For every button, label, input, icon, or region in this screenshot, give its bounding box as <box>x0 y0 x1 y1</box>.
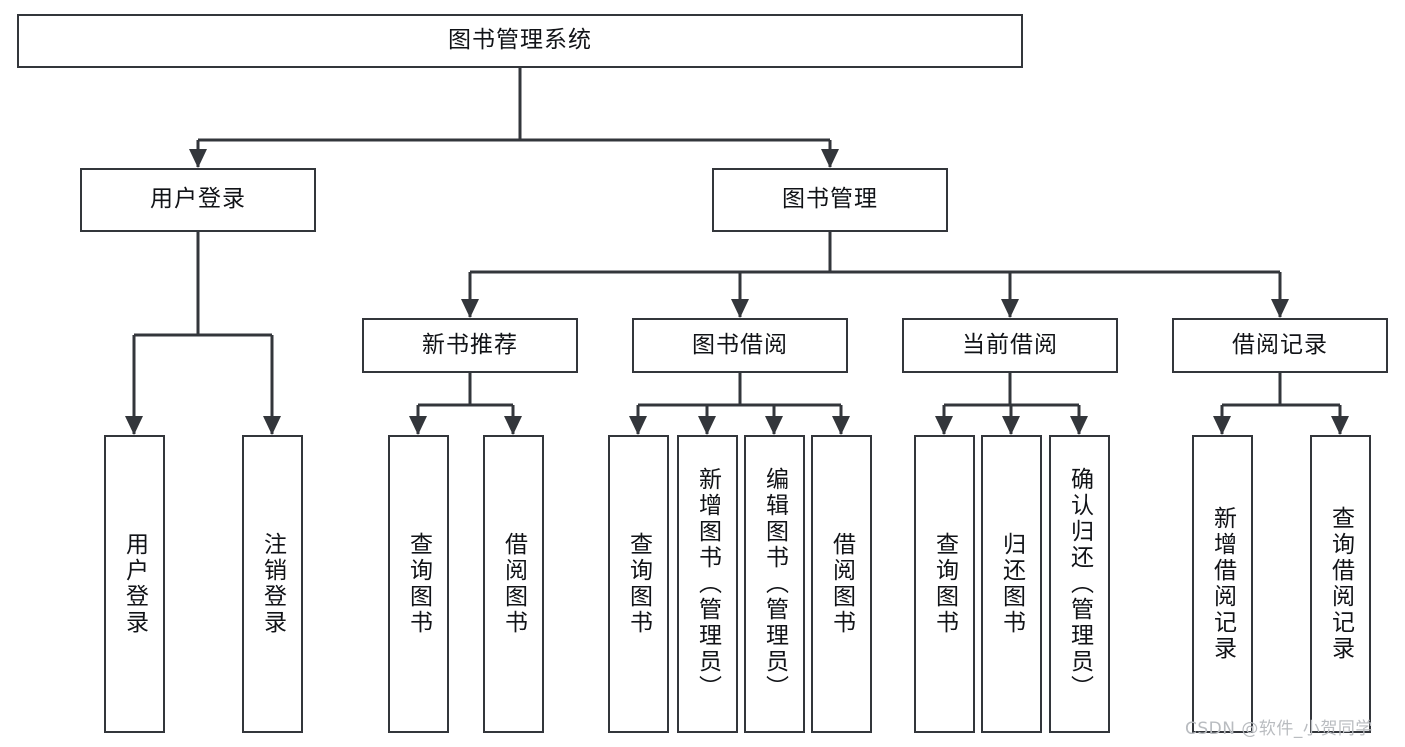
arrow-icon-newbook_to_leaves-1 <box>504 416 522 435</box>
node-leaf-add-book[interactable]: 新增图书（管理员） <box>677 435 738 733</box>
node-label: 归还图书 <box>998 532 1025 636</box>
node-label: 图书管理系统 <box>448 27 592 54</box>
arrow-icon-userlogin_to_leaves-1 <box>263 416 281 435</box>
arrow-icon-root_to_level2-0 <box>189 149 207 168</box>
node-leaf-query-book-1[interactable]: 查询图书 <box>388 435 449 733</box>
arrow-icon-bookborrow_to_leaves-3 <box>832 416 850 435</box>
node-leaf-add-record[interactable]: 新增借阅记录 <box>1192 435 1253 733</box>
node-leaf-edit-book[interactable]: 编辑图书（管理员） <box>744 435 805 733</box>
node-label: 用户登录 <box>121 532 148 636</box>
node-label: 新增图书（管理员） <box>694 467 721 701</box>
node-label: 确认归还（管理员） <box>1066 467 1093 701</box>
arrow-icon-currentborrow_to_leaves-0 <box>935 416 953 435</box>
arrow-icon-userlogin_to_leaves-0 <box>125 416 143 435</box>
node-book-borrow[interactable]: 图书借阅 <box>632 318 848 373</box>
node-root[interactable]: 图书管理系统 <box>17 14 1023 68</box>
node-label: 注销登录 <box>259 532 286 636</box>
arrow-icon-currentborrow_to_leaves-1 <box>1002 416 1020 435</box>
node-label: 编辑图书（管理员） <box>761 467 788 701</box>
node-book-manage[interactable]: 图书管理 <box>712 168 948 232</box>
node-leaf-logout[interactable]: 注销登录 <box>242 435 303 733</box>
node-leaf-query-record[interactable]: 查询借阅记录 <box>1310 435 1371 733</box>
node-label: 新增借阅记录 <box>1209 506 1236 662</box>
node-label: 借阅图书 <box>828 532 855 636</box>
watermark-text: CSDN @软件_小贺同学 <box>1185 719 1373 739</box>
node-label: 查询图书 <box>405 532 432 636</box>
arrow-icon-root_to_level2-1 <box>821 149 839 168</box>
arrow-icon-bookmanage_to_level3-1 <box>731 299 749 318</box>
node-leaf-user-login[interactable]: 用户登录 <box>104 435 165 733</box>
node-label: 当前借阅 <box>962 331 1058 358</box>
arrow-icon-bookborrow_to_leaves-1 <box>698 416 716 435</box>
node-borrow-record[interactable]: 借阅记录 <box>1172 318 1388 373</box>
node-leaf-confirm-return[interactable]: 确认归还（管理员） <box>1049 435 1110 733</box>
node-leaf-borrow-book-1[interactable]: 借阅图书 <box>483 435 544 733</box>
arrow-icon-bookborrow_to_leaves-2 <box>765 416 783 435</box>
arrow-icon-newbook_to_leaves-0 <box>409 416 427 435</box>
node-label: 查询借阅记录 <box>1327 506 1354 662</box>
node-label: 用户登录 <box>150 186 246 213</box>
node-label: 借阅图书 <box>500 532 527 636</box>
node-label: 借阅记录 <box>1232 331 1328 358</box>
arrow-icon-bookmanage_to_level3-2 <box>1001 299 1019 318</box>
node-new-book-recommend[interactable]: 新书推荐 <box>362 318 578 373</box>
node-current-borrow[interactable]: 当前借阅 <box>902 318 1118 373</box>
node-leaf-borrow-book-2[interactable]: 借阅图书 <box>811 435 872 733</box>
node-label: 查询图书 <box>625 532 652 636</box>
node-leaf-query-book-3[interactable]: 查询图书 <box>914 435 975 733</box>
node-label: 图书管理 <box>782 186 878 213</box>
arrow-icon-borrowrecord_to_leaves-0 <box>1213 416 1231 435</box>
node-user-login[interactable]: 用户登录 <box>80 168 316 232</box>
node-label: 图书借阅 <box>692 331 788 358</box>
node-leaf-query-book-2[interactable]: 查询图书 <box>608 435 669 733</box>
node-label: 查询图书 <box>931 532 958 636</box>
node-leaf-return-book[interactable]: 归还图书 <box>981 435 1042 733</box>
arrow-icon-bookmanage_to_level3-3 <box>1271 299 1289 318</box>
arrow-icon-borrowrecord_to_leaves-1 <box>1331 416 1349 435</box>
arrow-icon-bookmanage_to_level3-0 <box>461 299 479 318</box>
arrow-icon-bookborrow_to_leaves-0 <box>629 416 647 435</box>
node-label: 新书推荐 <box>422 331 518 358</box>
arrow-icon-currentborrow_to_leaves-2 <box>1070 416 1088 435</box>
